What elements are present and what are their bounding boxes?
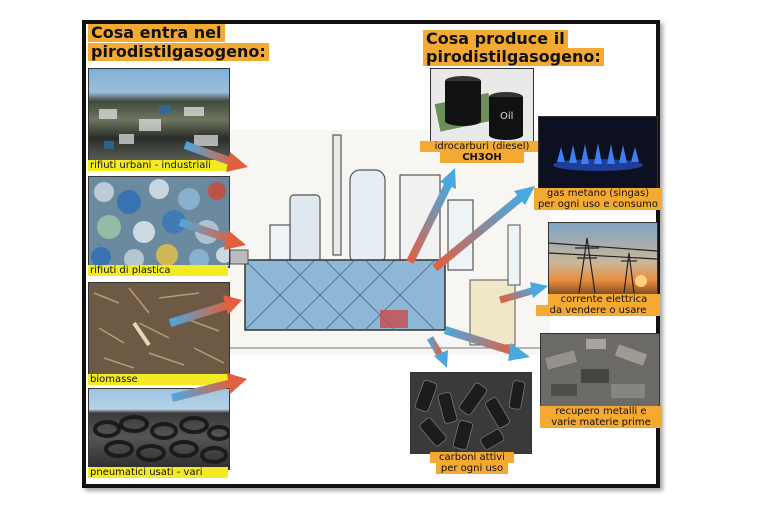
output-label-carbon-line1: carboni attivi (430, 452, 514, 463)
input-label-urban: rifiuti urbani - industriali (88, 160, 228, 171)
urban-waste-photo (88, 68, 230, 162)
output-label-electricity-line1: corrente elettrica (548, 294, 660, 305)
input-arrow-plastic (178, 218, 246, 250)
output-label-electricity-line2: da vendere o usare (536, 305, 660, 316)
output-label-methane-line2: per ogni uso e consumo (534, 199, 662, 210)
inputs-header-line2: pirodistilgasogeno: (88, 43, 269, 61)
output-label-methane-line1: gas metano (singas) (534, 188, 662, 199)
output-arrow-metals (443, 326, 530, 361)
pyrolysis-plant-illustration (230, 130, 550, 355)
plastic-waste-photo (88, 176, 230, 268)
outputs-header-line2: pirodistilgasogeno: (423, 48, 604, 66)
output-label-hydrocarbons-line1: idrocarburi (diesel) (420, 141, 544, 152)
svg-text:Oil: Oil (500, 111, 513, 122)
oil-barrels-photo: 100 Oil (430, 68, 534, 142)
output-arrow-hydrocarbons (406, 168, 456, 264)
activated-carbon-photo (410, 372, 532, 454)
outputs-header-line1: Cosa produce il (423, 30, 568, 48)
input-label-biomass: biomasse (88, 374, 228, 385)
biomass-photo (88, 282, 230, 376)
output-label-metals-line1: recupero metalli e (540, 406, 662, 417)
input-arrow-urban (183, 141, 248, 172)
power-pylons-photo (548, 222, 658, 296)
input-label-plastic: rifiuti di plastica (88, 265, 228, 276)
input-arrow-tyres (171, 373, 247, 402)
output-label-metals-line2: varie materie prime (540, 417, 662, 428)
output-label-carbon-line2: per ogni uso (436, 463, 508, 474)
scrap-metal-photo (540, 333, 660, 407)
input-arrow-biomass (168, 295, 242, 327)
inputs-header-line1: Cosa entra nel (88, 24, 225, 42)
output-arrow-electricity (499, 282, 548, 304)
gas-flame-photo (538, 116, 658, 190)
output-arrow-carbon (426, 336, 448, 368)
used-tyres-photo (88, 388, 230, 470)
input-label-tyres: pneumatici usati - vari (88, 467, 228, 478)
output-label-hydrocarbons-line2: CH3OH (440, 152, 524, 163)
output-arrow-methane (432, 186, 535, 272)
